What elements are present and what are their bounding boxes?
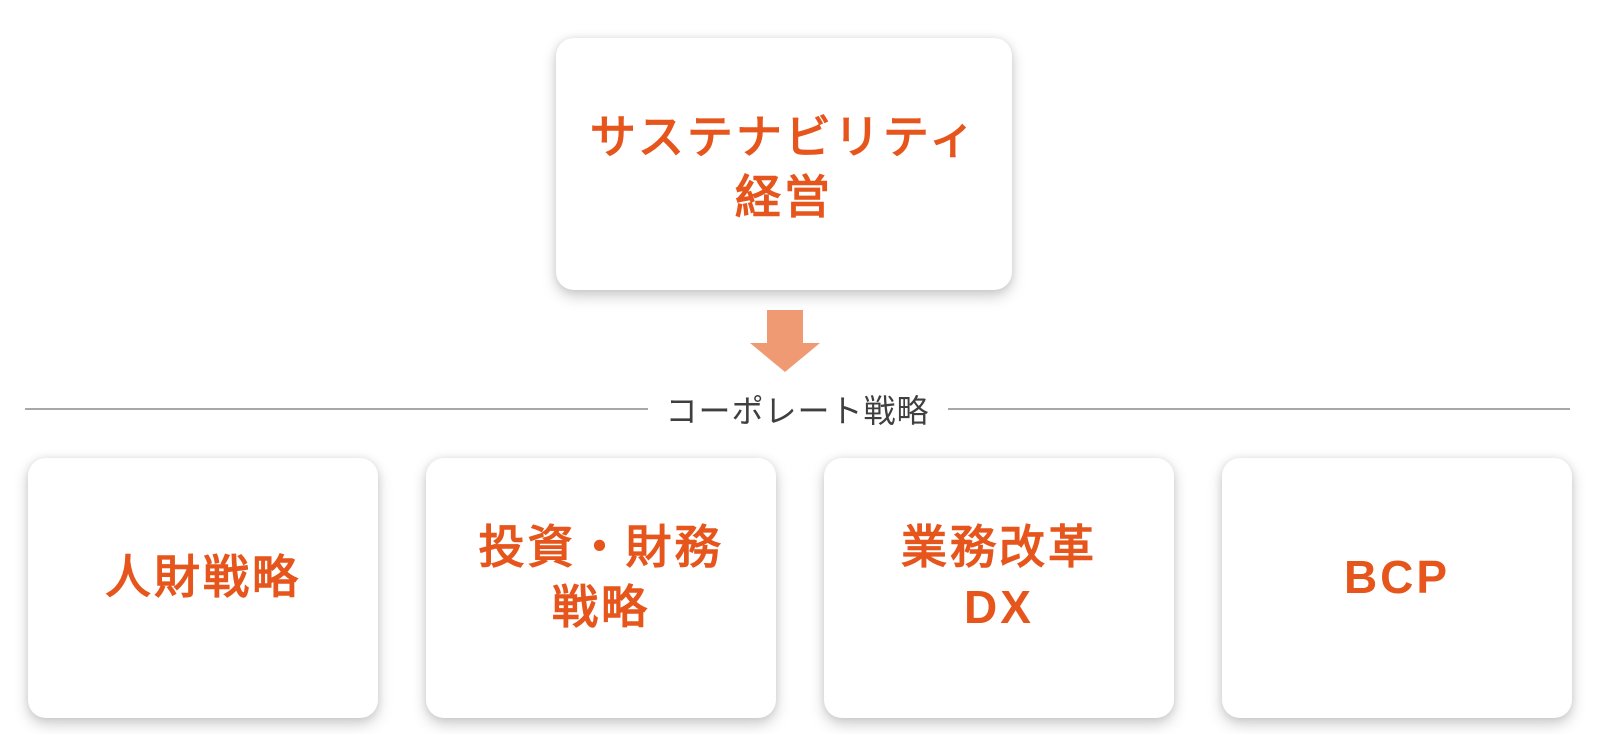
card-label-line: 経営 (734, 171, 833, 223)
card-label-line: 人財戦略 (105, 551, 301, 603)
divider-line-right (947, 408, 1571, 410)
card-label-line: DX (964, 581, 1034, 633)
card-human-capital-strategy: 人財戦略 (28, 458, 378, 718)
strategy-cards-row: 人財戦略 投資・財務 戦略 業務改革 DX BCP (0, 458, 1600, 718)
human-capital-strategy-label: 人財戦略 (105, 547, 301, 607)
business-reform-dx-label: 業務改革 DX (901, 517, 1097, 637)
strategy-diagram: サステナビリティ 経営 コーポレート戦略 人財戦略 投資・財務 戦略 業務改革 (0, 38, 1600, 734)
down-arrow-icon (750, 310, 820, 372)
corporate-strategy-label: コーポレート戦略 (665, 393, 930, 429)
sustainability-management-card: サステナビリティ 経営 (556, 38, 1012, 290)
sustainability-management-label: サステナビリティ 経営 (590, 107, 978, 227)
down-arrow-head (750, 343, 820, 372)
down-arrow-stem (767, 310, 803, 343)
card-label-line: 業務改革 (901, 521, 1097, 573)
card-label-line: 戦略 (552, 581, 650, 633)
card-bcp: BCP (1222, 458, 1572, 718)
card-label-line: サステナビリティ (589, 111, 979, 163)
bcp-label: BCP (1344, 547, 1450, 607)
card-label-line: 投資・財務 (478, 521, 724, 573)
divider-line-left (25, 408, 648, 410)
investment-finance-strategy-label: 投資・財務 戦略 (479, 517, 724, 637)
card-investment-finance-strategy: 投資・財務 戦略 (426, 458, 776, 718)
card-business-reform-dx: 業務改革 DX (824, 458, 1174, 718)
card-label-line: BCP (1343, 551, 1451, 603)
corporate-strategy-divider: コーポレート戦略 (25, 386, 1571, 432)
